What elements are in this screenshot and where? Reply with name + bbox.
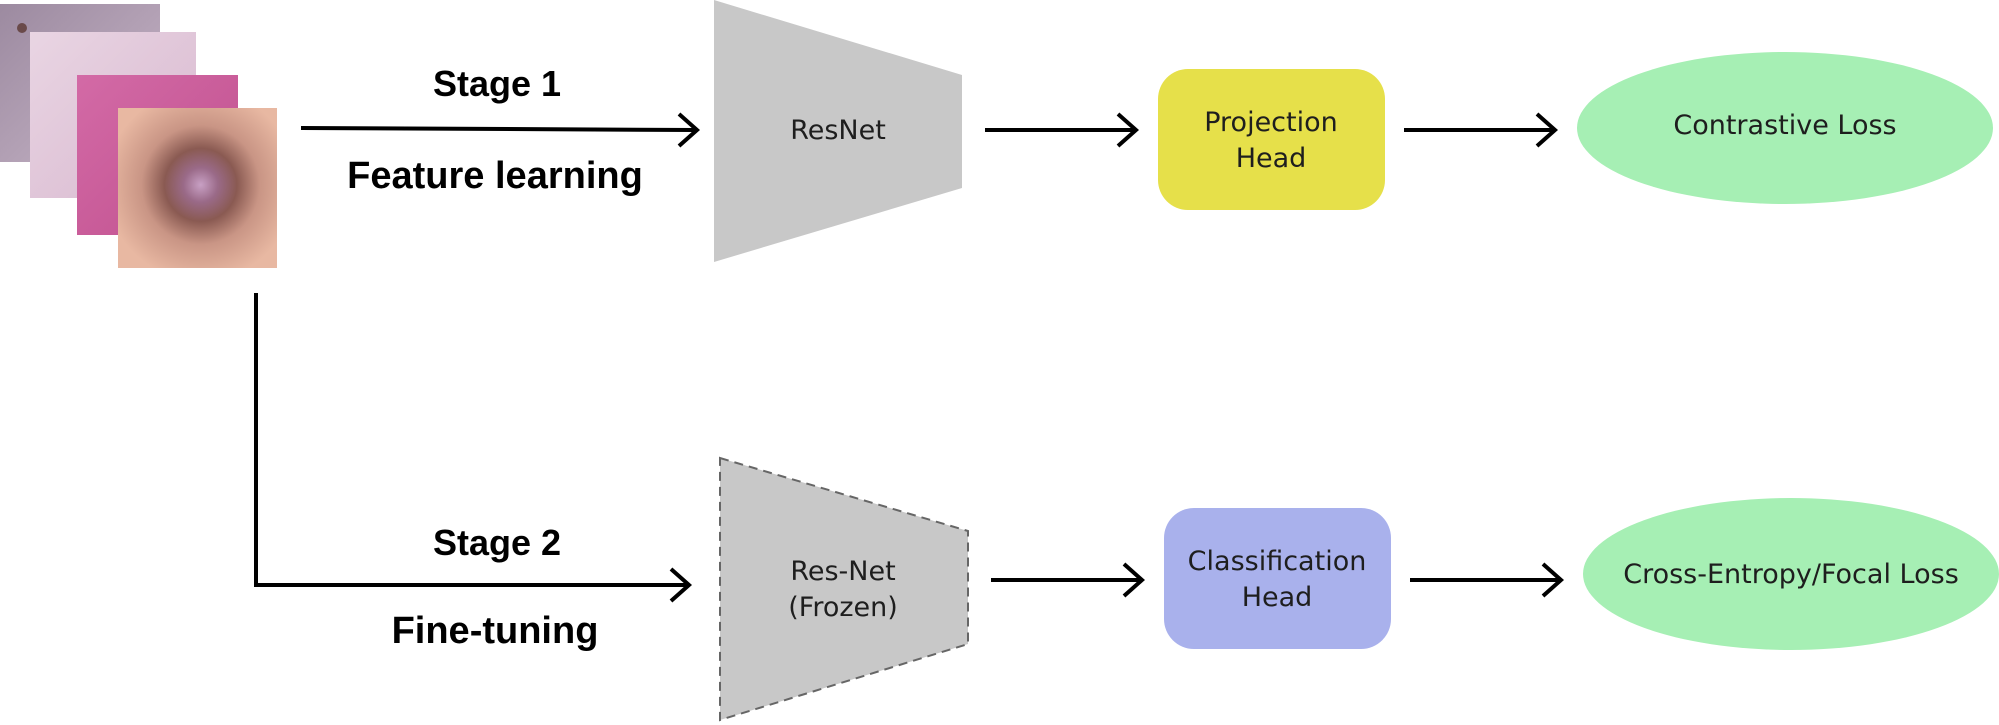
stage1-title: Stage 1 <box>433 63 561 104</box>
stage2-input-arrow <box>254 293 693 603</box>
classification-head-label-line1: Classification <box>1188 546 1367 577</box>
contrastive-loss-ellipse <box>1577 52 1993 204</box>
resnet-label: ResNet <box>790 115 886 146</box>
input-image-stack <box>0 4 277 268</box>
projection-head-label-line2: Head <box>1236 143 1307 174</box>
frozen-resnet-trapezoid <box>719 456 969 722</box>
stage1-input-arrow <box>300 112 701 148</box>
cross-entropy-focal-loss: Cross-Entropy/Focal Loss <box>1583 498 1999 650</box>
contrastive-loss-label: Contrastive Loss <box>1673 110 1896 141</box>
stage1-subtitle: Feature learning <box>347 155 643 197</box>
resnet-encoder: ResNet <box>714 0 962 262</box>
cross-entropy-loss-ellipse <box>1583 498 1999 650</box>
stage2-subtitle: Fine-tuning <box>392 610 599 652</box>
arrow-classification-to-loss <box>1410 562 1565 598</box>
classification-head-box <box>1164 508 1391 649</box>
resnet-trapezoid <box>714 0 962 262</box>
arrow-encoder-to-projection <box>985 112 1140 148</box>
frozen-resnet-encoder: Res-Net (Frozen) <box>719 456 969 722</box>
classification-head: Classification Head <box>1164 508 1391 649</box>
frozen-resnet-label-line1: Res-Net <box>790 556 895 587</box>
cross-entropy-loss-label: Cross-Entropy/Focal Loss <box>1623 559 1959 590</box>
arrow-encoder-to-classification <box>991 562 1146 598</box>
contrastive-loss: Contrastive Loss <box>1577 52 1993 204</box>
skin-image-4 <box>118 108 277 268</box>
projection-head-box <box>1158 69 1385 210</box>
classification-head-label-line2: Head <box>1242 582 1313 613</box>
projection-head-label-line1: Projection <box>1204 107 1338 138</box>
arrow-projection-to-loss <box>1404 112 1559 148</box>
projection-head: Projection Head <box>1158 69 1385 210</box>
skin-spot <box>17 23 27 33</box>
stage2-title: Stage 2 <box>433 522 561 563</box>
frozen-resnet-label-line2: (Frozen) <box>788 592 898 623</box>
